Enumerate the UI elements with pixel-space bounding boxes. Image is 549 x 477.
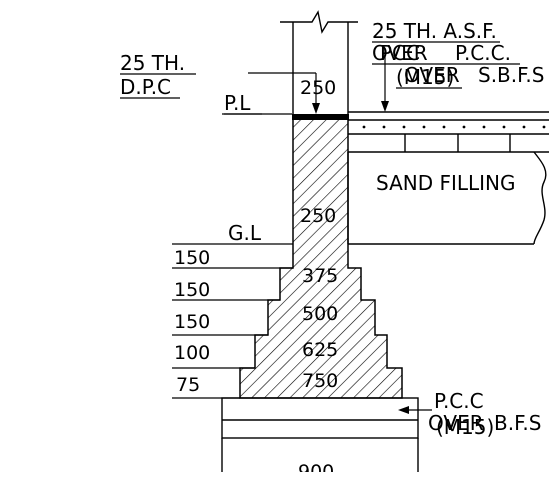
asf-label-7: S.B.F.S xyxy=(478,63,544,87)
step-height-1: 150 xyxy=(174,247,210,269)
floor-layers xyxy=(347,111,549,245)
plinth-level-label: P.L xyxy=(224,91,251,115)
asf-label-2: OVER xyxy=(372,41,428,65)
pcc-label-3: (M15) xyxy=(436,415,494,439)
dpc-label-1: 25 TH. xyxy=(120,51,185,75)
dim-top-width: 250 xyxy=(300,77,336,99)
wall-break-line xyxy=(280,10,358,114)
step-height-5: 75 xyxy=(176,374,200,396)
asf-label-6: OVER xyxy=(404,63,460,87)
step-height-3: 150 xyxy=(174,311,210,333)
dpc-label-2: D.P.C xyxy=(120,75,171,99)
arrow-heads xyxy=(312,101,409,414)
ground-level-label: G.L xyxy=(228,221,262,245)
dim-step1-width: 375 xyxy=(302,265,338,287)
dim-wall-width: 250 xyxy=(300,205,336,227)
dim-step3-width: 625 xyxy=(302,339,338,361)
asf-label-5: (M15) xyxy=(396,65,454,89)
dim-step4-width: 750 xyxy=(302,370,338,392)
sand-filling-label: SAND FILLING xyxy=(376,171,516,195)
asf-label-4: P.C.C. xyxy=(455,41,511,65)
step-height-4: 100 xyxy=(174,342,210,364)
dim-base-width: 900 xyxy=(298,461,334,472)
pcc-bed xyxy=(221,397,419,472)
step-level-lines xyxy=(172,243,293,399)
pcc-label-4: B.F.S xyxy=(494,411,541,435)
pcc-label-1: P.C.C xyxy=(434,389,484,413)
dpc-band xyxy=(292,114,349,120)
step-height-2: 150 xyxy=(174,279,210,301)
asf-label-3: PCC xyxy=(380,41,420,65)
pcc-label-2: OVER xyxy=(428,411,484,435)
dim-step2-width: 500 xyxy=(302,303,338,325)
pcc-dots xyxy=(362,125,546,129)
asf-label-1: 25 TH. A.S.F. xyxy=(372,19,497,43)
